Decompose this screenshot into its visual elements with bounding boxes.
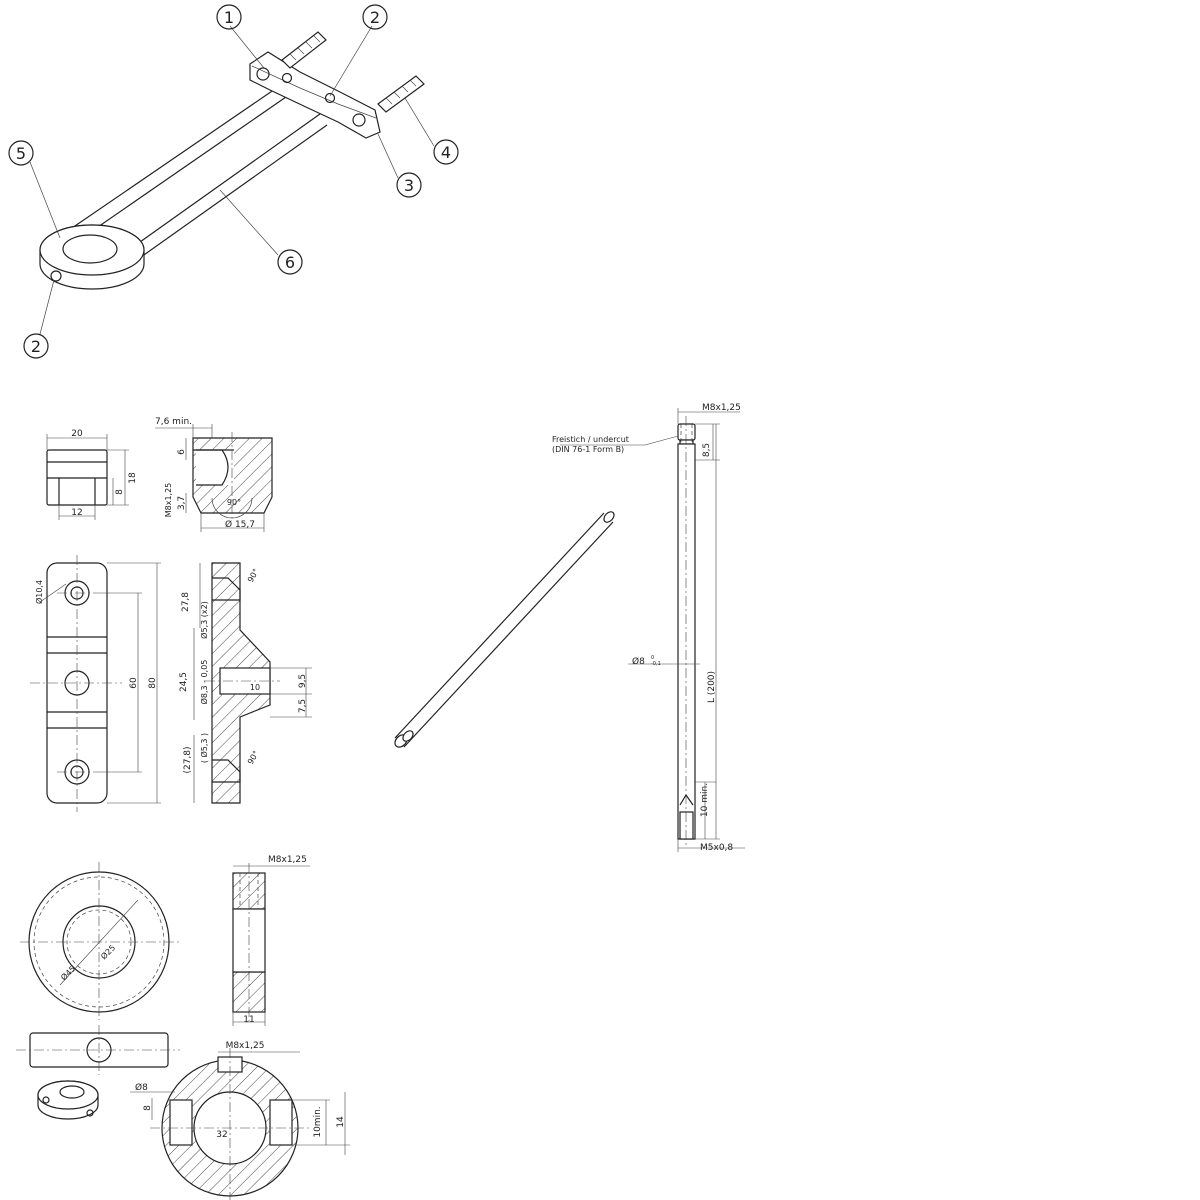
ring-clamp-iso [39, 224, 145, 290]
callout-label-6: 6 [285, 253, 295, 272]
dim-bracket-hole-dia: Ø10,4 [34, 580, 44, 604]
callout-balloon-5 [8, 140, 34, 166]
dim-ring-section-thread: M8x1,25 [226, 1041, 265, 1051]
anchor-screws-iso [281, 31, 425, 113]
callout-balloon-1 [216, 4, 242, 30]
dim-rod-length: L (200) [707, 671, 717, 703]
dim-block-angle: 90° [227, 498, 241, 507]
rod-undercut-note-2: (DIN 76-1 Form B) [552, 445, 624, 454]
dim-bracket-278-ref: (27,8) [183, 746, 193, 773]
callout-label-2-bottom: 2 [31, 337, 41, 356]
callout-label-4: 4 [441, 143, 451, 162]
dim-bracket-95: 9,5 [298, 674, 308, 688]
ring-cross-section [150, 1048, 310, 1200]
callout-label-2-top: 2 [370, 8, 380, 27]
callout-leaders [29, 25, 435, 335]
dim-ring-min10: 10min. [313, 1106, 323, 1137]
rod-pair [71, 86, 328, 263]
dim-block-slot: 12 [71, 508, 82, 518]
callout-balloon-3 [396, 172, 422, 198]
dim-bracket-hole-x2: Ø5,3 (x2) [199, 601, 209, 639]
isometric-assembly: 1 2 4 3 5 6 2 [8, 4, 459, 359]
rod-iso-view [394, 511, 615, 748]
dim-block-dia: Ø 15,7 [225, 519, 255, 530]
callout-balloon-2-bottom [23, 333, 49, 359]
dim-rod-dia: Ø8 [632, 656, 645, 667]
dim-ring-hole-depth: 8 [143, 1105, 153, 1111]
callout-balloon-6 [277, 249, 303, 275]
dim-block-min: 7,6 min. [155, 417, 192, 427]
dim-rod-85: 8,5 [702, 443, 712, 457]
dim-block-height: 18 [128, 472, 138, 484]
clamp-bracket-iso [249, 51, 381, 139]
dim-block-thread: M8x1,25 [164, 483, 173, 518]
dim-bracket-278: 27,8 [181, 592, 191, 612]
callout-label-5: 5 [16, 144, 26, 163]
callout-label-3: 3 [404, 176, 414, 195]
dim-bracket-80: 80 [148, 677, 158, 689]
dim-rod-min10: 10 min. [700, 783, 710, 817]
ring-side-section [232, 863, 266, 1022]
callout-balloons: 1 2 4 3 5 6 2 [8, 4, 459, 359]
dim-bracket-75: 7,5 [298, 699, 308, 713]
callout-label-1: 1 [224, 8, 234, 27]
dim-block-37: 3,7 [177, 496, 187, 510]
dim-ring-bore: 32 [216, 1130, 227, 1140]
dim-ring-width: 11 [243, 1015, 254, 1025]
dim-block-width: 20 [71, 429, 83, 439]
dim-bracket-angle-top: 90° [246, 567, 261, 584]
dim-block-step: 8 [115, 489, 125, 495]
dim-bracket-245: 24,5 [179, 672, 189, 692]
dim-ring-14: 14 [336, 1116, 346, 1128]
dim-block-6: 6 [177, 449, 187, 455]
block-views: 20 18 8 12 7,6 min. 6 3,7 M8x1,25 90° [46, 417, 273, 532]
dim-bracket-10: 10 [250, 683, 260, 692]
bracket-views: Ø10,4 60 80 27,8 Ø5,3 (x2) 90° 24,5 Ø8,3… [30, 555, 312, 812]
rod-detail-view [677, 416, 696, 848]
dim-bracket-angle-bottom: 90° [246, 749, 261, 766]
rod-undercut-note-1: Freistich / undercut [552, 435, 629, 444]
dim-ring-thread-top: M8x1,25 [268, 855, 307, 865]
ring-iso-small [37, 1080, 99, 1120]
dim-rod-tol-upper: 0 [651, 655, 654, 661]
callout-balloon-4 [433, 139, 459, 165]
block-section-view [192, 432, 273, 519]
dim-bracket-hole-ref: ( Ø5,3 ) [199, 733, 209, 763]
dim-ring-hole-dia: Ø8 [135, 1082, 148, 1093]
callout-balloon-2-top [362, 4, 388, 30]
dim-rod-top-thread: M8x1,25 [702, 403, 741, 413]
dim-rod-tol-lower: -0,1 [651, 661, 661, 667]
dim-bracket-60: 60 [129, 677, 139, 689]
dim-rod-bottom-thread: M5x0,8 [700, 843, 733, 853]
dim-bracket-bore: Ø8,3 - 0,05 [199, 660, 209, 705]
ring-views: Ø45 Ø25 M8x1,25 11 [16, 855, 350, 1200]
